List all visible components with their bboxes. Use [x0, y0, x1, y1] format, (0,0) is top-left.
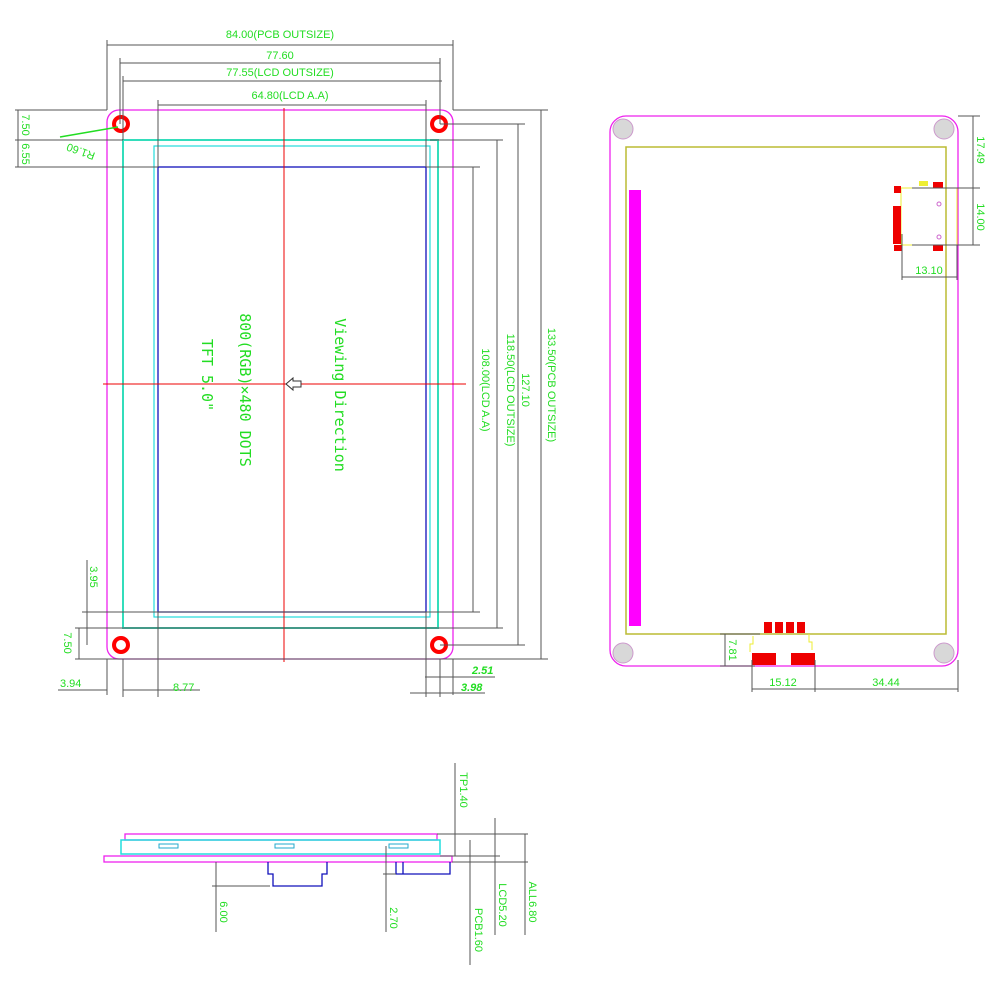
- dim-pcb: PCB1.60: [472, 908, 484, 952]
- size-label: TFT 5.0": [198, 339, 216, 411]
- dim-left-aa: 8.77: [173, 682, 194, 694]
- component-a: [267, 862, 328, 887]
- dim-lcd-width: 77.55(LCD OUTSIZE): [226, 67, 334, 79]
- dim-hole-radius: R1.60: [65, 140, 97, 161]
- dim-bottom-conn-w: 15.12: [769, 677, 797, 689]
- dim-bottom-conn-right: 34.44: [872, 677, 900, 689]
- dim-top-margin: 7.50: [19, 114, 31, 135]
- component-b: [395, 862, 451, 875]
- bezel-outline: [153, 145, 431, 618]
- connector-outline: [900, 187, 958, 246]
- radius-leader: [59, 126, 119, 138]
- dim-tp: TP1.40: [457, 772, 469, 807]
- viewing-direction-label: Viewing Direction: [331, 318, 349, 472]
- dim-conn-width: 13.10: [915, 265, 943, 277]
- dim-bottom-margin: 7.50: [61, 632, 73, 653]
- dim-pcb-height: 133.50(PCB OUTSIZE): [545, 328, 557, 442]
- dim-bottom-conn-h: 7.81: [726, 639, 738, 660]
- side-dimension-lines: [212, 763, 528, 965]
- dim-comp-b: 2.70: [387, 907, 399, 928]
- back-holes: [612, 118, 955, 664]
- dim-pcb-width: 84.00(PCB OUTSIZE): [226, 29, 334, 41]
- dim-conn-top: 17.49: [974, 136, 986, 164]
- dim-conn-height: 14.00: [974, 203, 986, 231]
- dim-hole-pitch-y: 127.10: [519, 373, 531, 407]
- dim-all: ALL6.80: [526, 882, 538, 923]
- viewing-arrow-icon: [285, 376, 302, 392]
- lcd-back-outline: [625, 146, 947, 635]
- back-view: 17.49 14.00 13.10 7.81 15.12 34.44: [609, 115, 986, 692]
- hole-icon: [933, 118, 955, 140]
- touch-panel-layer: [124, 833, 438, 841]
- mounting-hole-icon: [112, 115, 130, 133]
- lcd-layer: [120, 839, 441, 855]
- dim-bottom-gap: 3.95: [87, 566, 99, 587]
- resolution-label: 800(RGB)×480 DOTS: [236, 313, 254, 467]
- dim-lcd-height: 118.50(LCD OUTSIZE): [504, 334, 516, 447]
- dim-hole-pitch-x: 77.60: [266, 50, 294, 62]
- top-connector: [893, 181, 958, 251]
- pcb-back-outline: [609, 115, 959, 667]
- side-view: TP1.40 PCB1.60 LCD5.20 ALL6.80 6.00 2.70: [103, 763, 538, 965]
- mounting-hole-icon: [112, 636, 130, 654]
- bottom-connector: [749, 622, 815, 665]
- dim-lcd: LCD5.20: [496, 883, 508, 926]
- back-dimension-lines: [720, 115, 980, 692]
- dim-aa-height: 108.00(LCD A.A): [479, 348, 491, 431]
- dim-right-a: 2.51: [471, 665, 493, 677]
- hole-icon: [612, 642, 634, 664]
- front-view: 84.00(PCB OUTSIZE) 77.60 77.55(LCD OUTSI…: [15, 29, 557, 697]
- pcb-layer: [103, 855, 453, 863]
- hole-icon: [933, 642, 955, 664]
- dim-comp-a: 6.00: [217, 901, 229, 922]
- dim-right-b: 3.98: [461, 682, 483, 694]
- dim-left-margin: 3.94: [60, 678, 81, 690]
- dim-top-gap: 6.55: [19, 143, 31, 164]
- fpc-strip: [629, 190, 641, 626]
- hole-icon: [612, 118, 634, 140]
- front-dimension-lines: [15, 40, 548, 697]
- dim-aa-width: 64.80(LCD A.A): [251, 90, 328, 102]
